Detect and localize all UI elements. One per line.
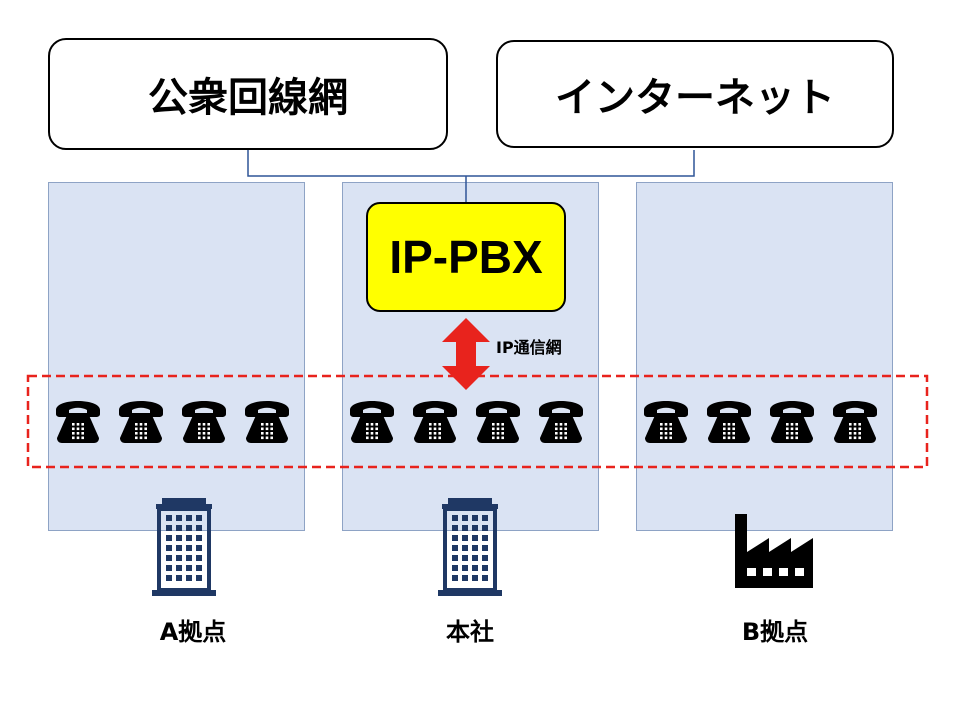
internet-label: インターネット <box>555 75 835 121</box>
site-a-label: A拠点 <box>159 618 227 646</box>
site-b-label: B拠点 <box>741 618 809 646</box>
headquarters-label: 本社 <box>446 618 494 646</box>
pstn-connector-line <box>247 150 466 177</box>
telephone-icon <box>644 401 688 443</box>
pstn-label: 公衆回線網 <box>148 75 348 121</box>
ip-network-double-arrow <box>442 318 490 390</box>
pstn-network-box: 公衆回線網 <box>48 38 448 150</box>
internet-network-box: インターネット <box>496 40 894 148</box>
ip-pbx-label: IP-PBX <box>389 231 543 283</box>
telephone-icon <box>770 401 814 443</box>
telephone-icon <box>350 401 394 443</box>
telephone-icon <box>182 401 226 443</box>
factory-icon <box>735 514 813 588</box>
telephone-icon <box>539 401 583 443</box>
site-a-panel <box>48 182 305 531</box>
telephone-icon <box>833 401 877 443</box>
telephone-icon <box>56 401 100 443</box>
ip-network-label: IP通信網 <box>496 338 562 357</box>
office-building-icon <box>152 498 216 596</box>
office-building-icon <box>438 498 502 596</box>
telephone-icon <box>245 401 289 443</box>
telephone-icon <box>119 401 163 443</box>
telephone-icon <box>707 401 751 443</box>
site-b-panel <box>636 182 893 531</box>
internet-connector-line <box>466 150 695 177</box>
telephone-icon <box>413 401 457 443</box>
telephone-icon <box>476 401 520 443</box>
ip-pbx-box: IP-PBX <box>366 202 566 312</box>
